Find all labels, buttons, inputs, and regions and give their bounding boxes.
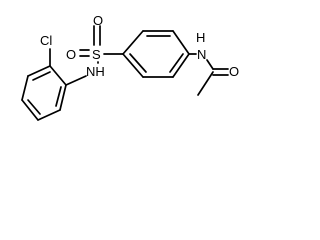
- bond-ring2-inner-3: [55, 86, 62, 107]
- sulfur-label: S: [92, 47, 101, 62]
- sulfonamide-nh-label: NH: [86, 64, 105, 79]
- bond-ring1-a: [122, 30, 144, 55]
- bond-nh-carbonyl: [206, 59, 214, 70]
- bond-carbonyl-methyl: [197, 71, 214, 96]
- bonds: [21, 25, 229, 121]
- amide-nh-label: N: [197, 47, 206, 62]
- bond-ring2-inner-1: [32, 71, 51, 81]
- atom-labels: Cl S O O NH N H O: [40, 13, 239, 79]
- amide-nh-h-label: H: [196, 30, 205, 45]
- bond-ring1-inner-3: [129, 53, 147, 73]
- sulfonyl-oxygen-left-label: O: [66, 47, 76, 62]
- bond-ring2-d: [21, 99, 39, 121]
- bond-ring2-b: [27, 65, 51, 77]
- bond-ring2-f: [59, 84, 67, 111]
- carbonyl-oxygen-label: O: [229, 64, 239, 79]
- bond-ring1-f: [122, 53, 144, 78]
- bond-nh-ring2: [65, 75, 87, 86]
- chemical-structure: Cl S O O NH N H O: [21, 13, 239, 121]
- bond-ring1-c: [172, 30, 190, 55]
- bond-ring2-inner-2: [27, 99, 41, 115]
- chlorine-label: Cl: [40, 33, 52, 48]
- bond-ring1-inner-2: [169, 53, 184, 73]
- bond-ring2-a: [49, 65, 67, 86]
- bond-ring1-d: [172, 53, 190, 78]
- sulfonyl-oxygen-right-label: O: [93, 13, 103, 28]
- bond-ring2-e: [37, 109, 61, 121]
- bond-ring2-c: [21, 75, 29, 101]
